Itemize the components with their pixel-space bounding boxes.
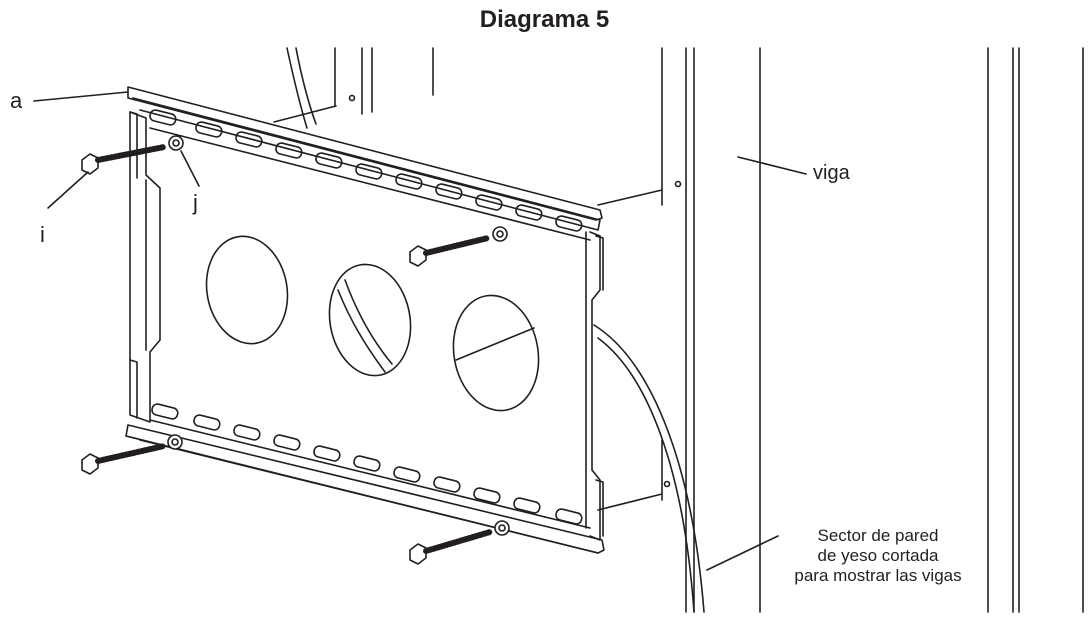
diagram-title: Diagrama 5 <box>479 6 610 33</box>
drywall-cut-edge <box>273 47 705 613</box>
callout-leaders <box>33 91 807 571</box>
label-i: i <box>40 222 45 247</box>
bottom-mounting-slots <box>151 403 583 525</box>
drywall-note-line-3: para mostrar las vigas <box>794 566 962 585</box>
label-drywall-note: Sector de pared de yeso cortada para mos… <box>768 526 988 586</box>
lag-bolt-top-left <box>81 135 184 175</box>
label-j: j <box>193 190 198 215</box>
mounting-plate <box>125 86 605 554</box>
top-mounting-slots <box>149 109 583 232</box>
plate-cutout-holes <box>205 235 540 412</box>
lag-bolt-bottom-right <box>409 520 510 565</box>
drywall-note-line-2: de yeso cortada <box>817 546 939 565</box>
lag-bolt-top-right <box>409 226 508 267</box>
lag-bolts <box>81 135 510 565</box>
drywall-note-line-1: Sector de pared <box>817 526 939 545</box>
label-a: a <box>10 88 23 113</box>
wall-studs <box>334 47 1084 613</box>
label-viga: viga <box>813 162 850 184</box>
lag-bolt-bottom-left <box>81 434 183 475</box>
